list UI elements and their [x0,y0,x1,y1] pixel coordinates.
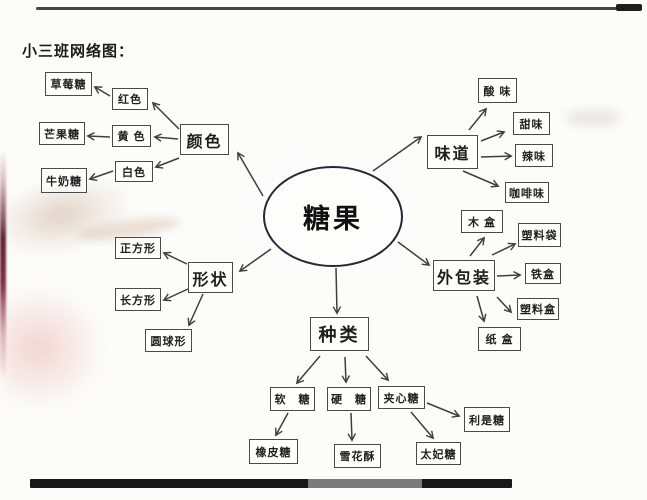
node-shape: 形状 [188,262,233,293]
node-lucky-candy: 利是糖 [464,407,510,432]
arrow-color-to-white [154,157,180,169]
node-color: 颜色 [180,124,229,155]
arrow-packaging-to-plasticbox [496,296,513,314]
arrow-packaging-to-plasticbag [491,242,517,256]
node-rectangle: 长方形 [115,288,161,311]
arrow-taste-to-sweet [480,130,506,142]
arrow-candy-to-color [237,151,264,197]
node-milk-candy: 牛奶糖 [41,168,87,193]
arrow-taste-to-spicy [480,151,513,161]
node-filled-candy: 夹心糖 [378,386,425,409]
central-node-label: 糖果 [303,204,363,234]
arrow-color-to-yellow [153,133,179,142]
arrow-candy-to-category [332,267,342,315]
node-hard-candy: 硬 糖 [327,387,371,411]
node-taste: 味道 [427,135,478,169]
arrow-packaging-to-paperbox [476,295,487,323]
node-plastic-box: 塑料盒 [517,298,559,320]
arrow-shape-to-square [162,251,188,265]
node-wooden-box: 木 盒 [461,210,503,233]
arrow-packaging-to-ironbox [496,270,522,280]
arrow-taste-to-sour [468,107,488,131]
arrow-candy-to-packaging [397,241,431,267]
arrow-filled-to-lucky [426,402,461,418]
arrow-color-to-red [151,101,180,130]
arrow-filled-to-toffee [410,411,435,440]
node-iron-box: 铁盒 [525,263,561,284]
node-sweet: 甜味 [513,112,550,135]
node-paper-box: 纸 盒 [478,327,521,351]
page-title: 小三班网络图： [22,43,135,60]
arrow-hard-to-snowflake [347,412,357,442]
arrow-category-to-hard [341,356,351,384]
arrow-white-to-milk [88,170,114,182]
arrow-category-to-filled [365,355,390,382]
node-snowflake-crisp: 雪花酥 [334,444,381,468]
arrow-candy-to-shape [238,248,272,273]
node-spicy: 辣味 [515,144,553,167]
node-gummy-candy: 橡皮糖 [249,439,298,464]
node-yellow: 黄 色 [112,125,151,147]
node-mango-candy: 芒果糖 [39,122,85,145]
node-packaging: 外包装 [433,260,495,291]
arrow-shape-to-rectangle [162,288,189,302]
node-soft-candy: 软 糖 [270,387,315,411]
arrow-yellow-to-mango [86,131,111,141]
node-category: 种类 [310,317,369,351]
arrow-category-to-soft [295,355,321,385]
node-sour: 酸 味 [478,78,517,103]
arrow-soft-to-gummy [275,412,289,437]
node-white: 白色 [115,161,153,182]
arrow-packaging-to-woodenbox [469,236,486,257]
central-node-candy: 糖果 [263,166,403,267]
arrow-taste-to-coffee [462,170,500,188]
arrow-red-to-strawberry [93,86,111,97]
arrow-candy-to-taste [372,135,423,172]
node-plastic-bag: 塑料袋 [518,223,561,247]
node-toffee-candy: 太妃糖 [416,442,461,465]
arrow-shape-to-sphere [187,293,204,327]
node-sphere: 圆球形 [145,329,192,352]
node-strawberry-candy: 草莓糖 [45,72,92,96]
node-coffee: 咖啡味 [505,182,549,203]
node-red: 红色 [112,88,148,110]
node-square: 正方形 [115,237,161,259]
